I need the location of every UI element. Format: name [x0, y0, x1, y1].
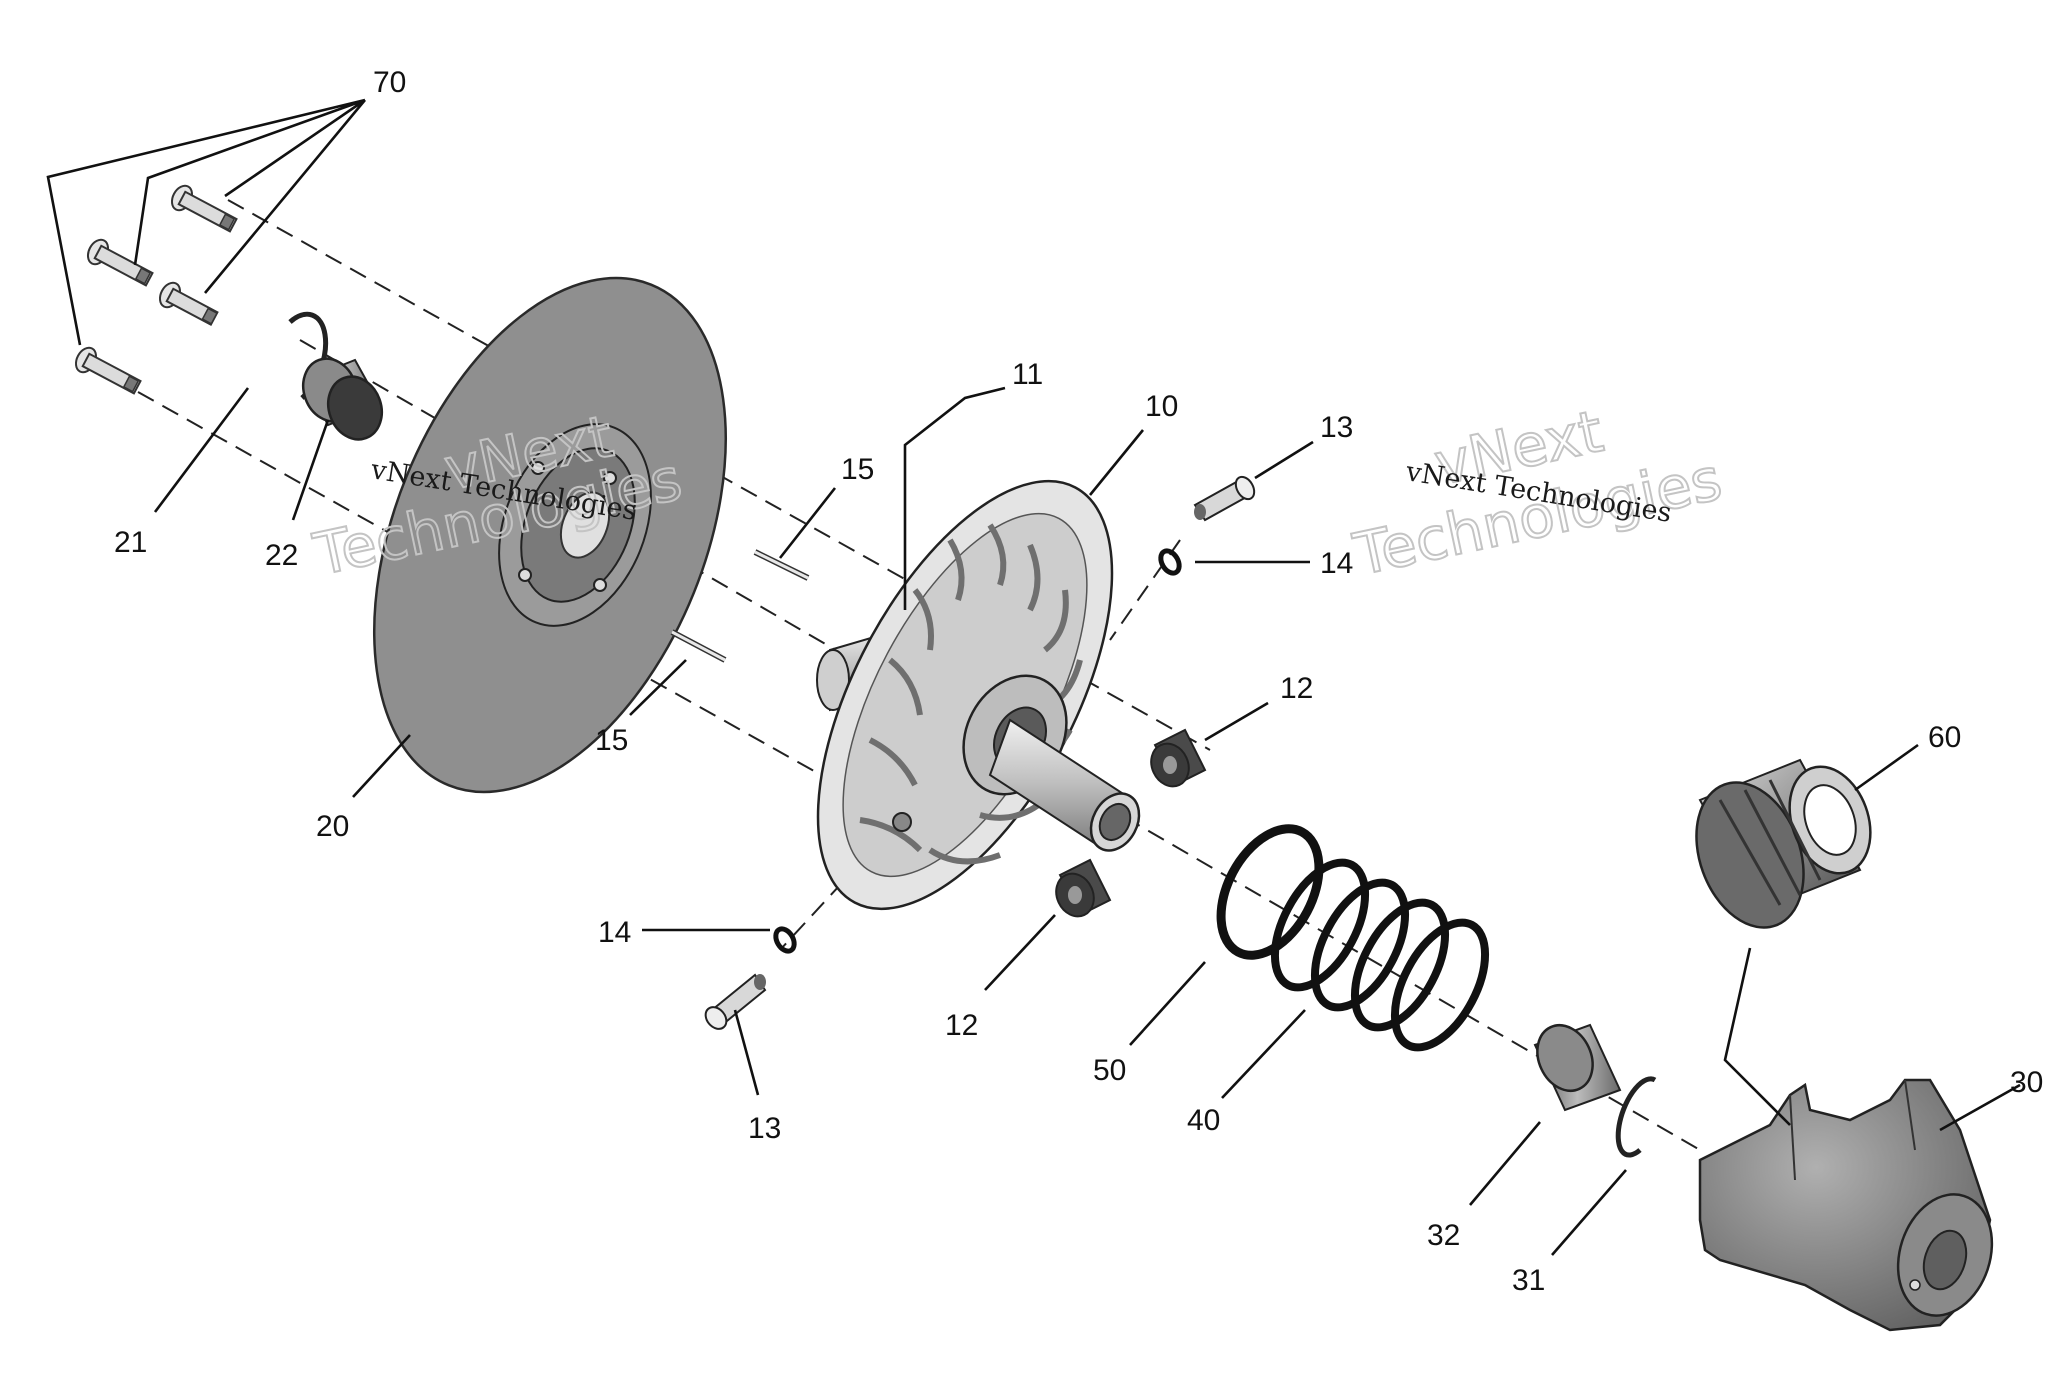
bolt-set-70 [74, 184, 238, 395]
nut-60 [1695, 758, 1872, 929]
roller-12-upper [1150, 728, 1207, 788]
bolt-icon [86, 238, 154, 287]
leader-line-12b [984, 914, 1056, 991]
callout-13-lower: 13 [748, 1112, 781, 1145]
callout-14-lower: 14 [598, 916, 631, 949]
pin-13-upper [1193, 475, 1256, 522]
leader-line-22 [291, 419, 330, 521]
leader-line-11 [903, 386, 1006, 610]
bolt-icon [158, 281, 219, 327]
leader-line-15a [778, 487, 837, 559]
leader-line-13b [733, 1009, 760, 1096]
washer-14-lower [773, 926, 797, 954]
callout-50: 50 [1093, 1054, 1126, 1087]
callout-11: 11 [1012, 358, 1043, 391]
leader-line-60 [1854, 743, 1919, 792]
leader-line-70 [46, 98, 367, 346]
retaining-ring-31 [1615, 1076, 1657, 1158]
callout-14-upper: 14 [1320, 547, 1353, 580]
leader-line-60-lower [1723, 947, 1791, 1126]
leader-line-10 [1088, 429, 1145, 496]
callout-15-lower: 15 [595, 724, 628, 757]
callout-22: 22 [265, 539, 298, 572]
callout-15-upper: 15 [841, 453, 874, 486]
leader-line-13a [1254, 440, 1314, 480]
leader-line-31 [1551, 1169, 1627, 1256]
leader-line-32 [1469, 1121, 1541, 1206]
bolt-icon [170, 184, 238, 233]
fixed-sheave-disc-20 [373, 276, 727, 794]
callout-30: 30 [2010, 1066, 2043, 1099]
axis-line-pin-13a [1109, 539, 1181, 641]
pin-15-upper [753, 549, 810, 581]
roller-12-lower [1055, 858, 1112, 918]
leader-lines [46, 98, 2021, 1256]
spring-40 [1270, 858, 1490, 1052]
nut-ribs [1718, 779, 1822, 906]
spring-seat-50 [1216, 824, 1324, 960]
leader-line-30 [1939, 1083, 2021, 1132]
callout-32: 32 [1427, 1219, 1460, 1252]
leader-line-21 [153, 387, 250, 513]
housing-30 [1698, 1078, 1994, 1332]
callout-70: 70 [373, 66, 406, 99]
leader-line-15b [629, 659, 687, 716]
leader-line-40 [1221, 1009, 1306, 1099]
callout-60: 60 [1928, 721, 1961, 754]
callout-10: 10 [1145, 390, 1178, 423]
washer-14-upper [1158, 548, 1182, 576]
leader-line-20 [352, 734, 411, 798]
callout-20: 20 [316, 810, 349, 843]
bolt-icon [74, 346, 142, 395]
callout-12-upper: 12 [1280, 672, 1313, 705]
bushing-32 [1533, 1023, 1622, 1112]
callout-31: 31 [1512, 1264, 1545, 1297]
callout-12-lower: 12 [945, 1009, 978, 1042]
pin-15-lower [670, 629, 727, 663]
leader-line-12a [1204, 701, 1269, 742]
callout-labels: 70 21 22 20 15 15 11 10 13 14 12 12 14 1… [114, 66, 2043, 1297]
watermark-right: vNext Technologies vNext Technologies [1347, 396, 1729, 590]
bushing-22 [301, 357, 384, 441]
leader-line-50 [1129, 961, 1206, 1046]
movable-sheave-10 [816, 479, 1141, 911]
callout-13-upper: 13 [1320, 411, 1353, 444]
callout-21: 21 [114, 526, 147, 559]
callout-40: 40 [1187, 1104, 1220, 1137]
pin-13-lower [704, 973, 767, 1030]
